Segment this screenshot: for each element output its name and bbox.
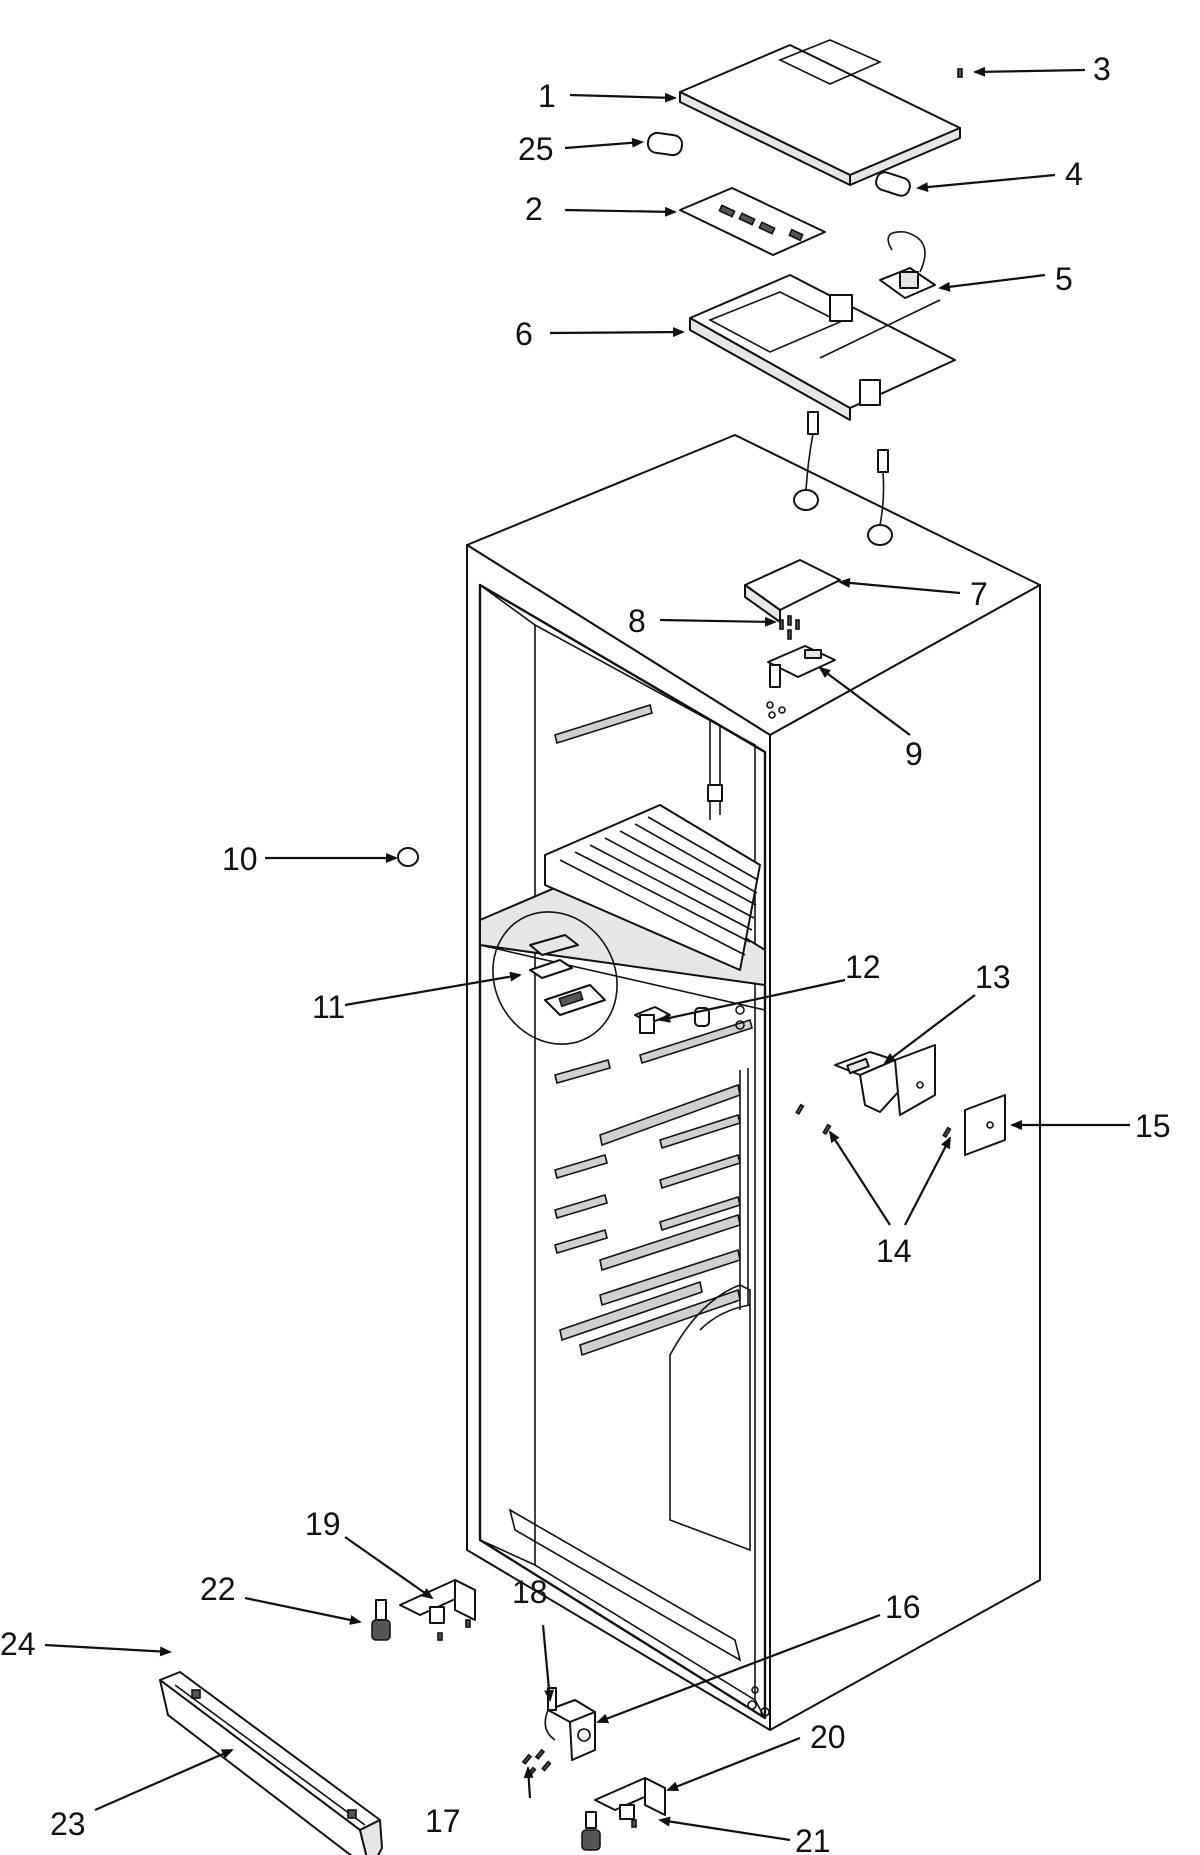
part-5-light-socket [879, 231, 936, 299]
callout-9: 9 [905, 736, 923, 772]
part-20-hinge [594, 1777, 666, 1828]
callout-21: 21 [795, 1823, 831, 1855]
callout-22: 22 [200, 1571, 236, 1607]
wire-harness-left [793, 411, 819, 511]
callout-18: 18 [512, 1574, 548, 1610]
part-25-bulb [646, 131, 684, 157]
cabinet [466, 434, 1041, 1731]
wire-harness-right [867, 449, 893, 546]
callout-8: 8 [628, 603, 646, 639]
callout-20: 20 [810, 1719, 846, 1755]
part-24-23-toe-grille [159, 1671, 383, 1855]
part-4-lens [875, 171, 911, 197]
part-10-plug [397, 847, 419, 867]
callout-labels: 1 25 3 4 2 5 6 7 8 9 10 11 12 13 15 14 1… [0, 51, 1171, 1855]
part-1-top-cover [679, 39, 961, 186]
part-15-plate [964, 1094, 1006, 1156]
callout-5: 5 [1055, 261, 1073, 297]
part-3-screw [957, 68, 963, 78]
callout-13: 13 [975, 959, 1011, 995]
part-9-top-hinge [767, 645, 836, 688]
part-8-screws [779, 615, 800, 640]
part-11-control-knobs [492, 911, 618, 1045]
callout-16: 16 [885, 1589, 921, 1625]
callout-10: 10 [222, 841, 258, 877]
part-21-leveler [581, 1811, 601, 1851]
part-12-thermostat [634, 1006, 710, 1034]
callout-3: 3 [1093, 51, 1111, 87]
leader-lines [44, 66, 1130, 1842]
callout-6: 6 [515, 316, 533, 352]
part-7-hinge-cover [744, 559, 841, 623]
callout-25: 25 [518, 131, 554, 167]
freezer-shelf-wires [559, 816, 759, 956]
part-2-control-board [679, 187, 826, 256]
callout-1: 1 [538, 78, 556, 114]
callout-17: 17 [425, 1803, 461, 1839]
part-19-hinge [399, 1579, 476, 1641]
callout-11: 11 [312, 989, 345, 1025]
part-14-screws [795, 1103, 952, 1139]
callout-4: 4 [1065, 156, 1083, 192]
part-18-16-bottom-hinge [544, 1687, 596, 1761]
callout-24: 24 [0, 1626, 36, 1662]
callout-15: 15 [1135, 1108, 1171, 1144]
callout-14: 14 [876, 1233, 912, 1269]
part-6-control-housing [689, 274, 956, 421]
callout-12: 12 [845, 949, 881, 985]
callout-19: 19 [305, 1506, 341, 1542]
part-22-leveler [371, 1599, 391, 1641]
callout-7: 7 [970, 576, 988, 612]
callout-2: 2 [525, 191, 543, 227]
callout-23: 23 [50, 1806, 86, 1842]
part-17-screws [521, 1748, 552, 1778]
